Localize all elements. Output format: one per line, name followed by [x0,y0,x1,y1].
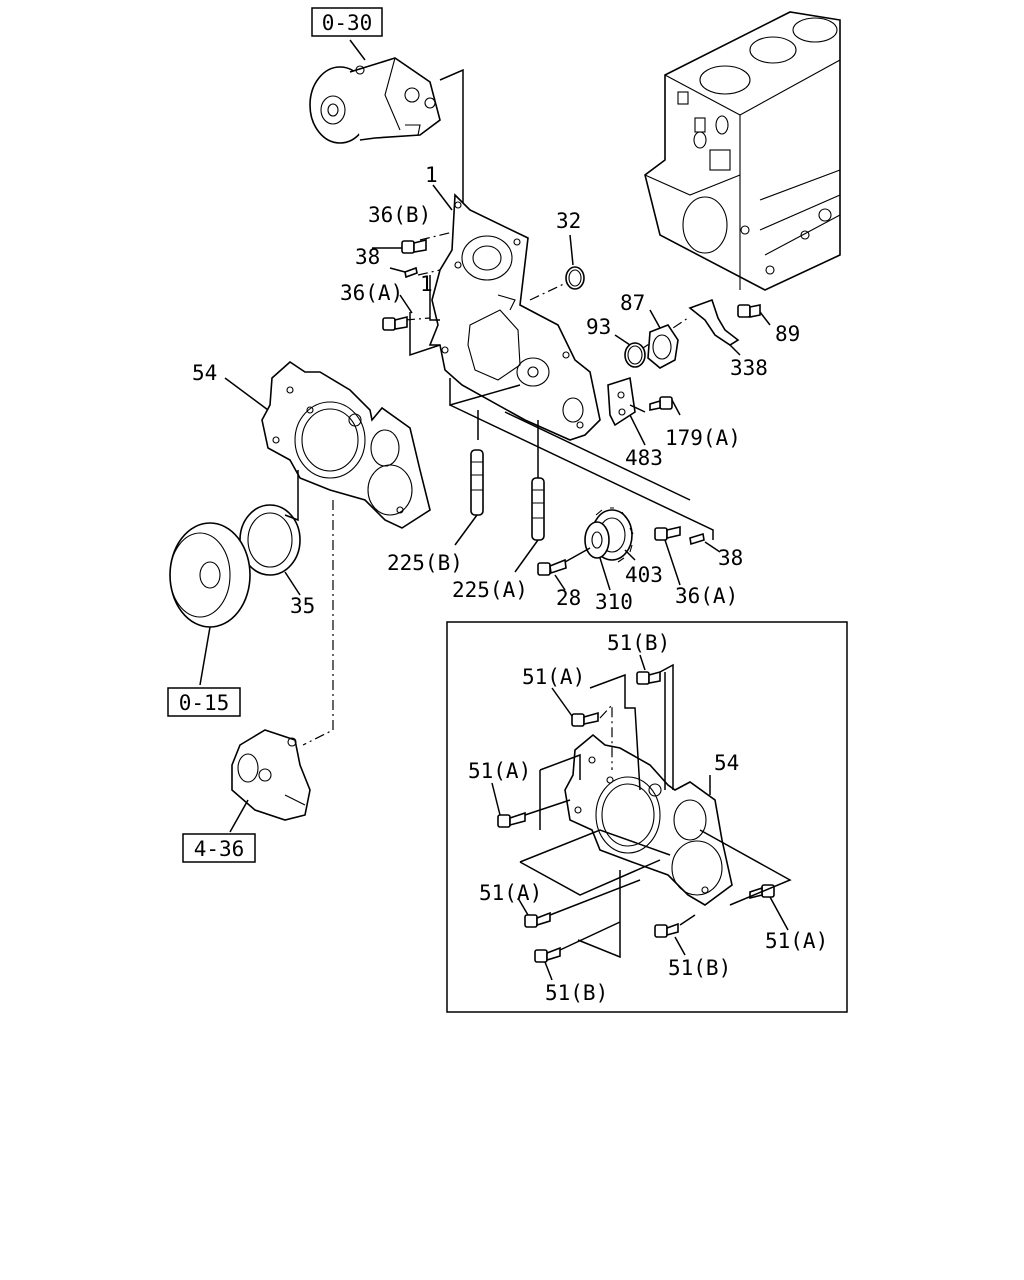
inset-label-51b-bottom: 51(B) [545,981,608,1005]
label-36b: 36(B) [368,203,431,227]
plate-310 [584,521,610,559]
label-89: 89 [775,322,800,346]
bolt-179a [649,396,673,411]
bracket-338 [688,298,740,346]
label-310: 310 [595,590,633,614]
front-plate-54 [261,360,431,529]
injector-225a [531,477,545,541]
housing-87 [647,324,679,369]
inset-label-51b-mid: 51(B) [668,956,731,980]
label-54: 54 [192,361,217,385]
ref-box-0-30[interactable]: 0-30 [311,7,383,37]
bolt-36a-top [382,315,408,331]
label-225a: 225(A) [452,578,528,602]
ref-label-4-36: 4-36 [194,837,245,861]
inset-bolt-51a-2 [497,811,526,828]
inset-bolt-51b-top [636,670,661,685]
label-38-top: 38 [355,245,380,269]
ref-label-0-15: 0-15 [179,691,230,715]
bolt-36b [401,238,427,254]
inset-bolt-51a-3 [524,911,551,928]
engine-block [644,11,841,291]
oil-seal-35 [239,504,301,576]
ref-label-0-30: 0-30 [322,11,373,35]
label-93: 93 [586,315,611,339]
injector-225b [470,449,484,516]
power-steering-pump [231,729,311,821]
label-32: 32 [556,209,581,233]
inset-panel: 51(B) 51(A) 51(A) 54 51(A) 51(A) 51(B) 5… [446,621,848,1013]
label-28: 28 [556,586,581,610]
bolt-89 [737,304,761,318]
label-179a: 179(A) [665,426,741,450]
inset-bolt-51b-mid [654,922,679,938]
bolt-28 [537,558,567,576]
inset-label-51a-4: 51(A) [765,929,828,953]
inset-label-51a-1: 51(A) [522,665,585,689]
label-1-top: 1 [425,163,438,187]
water-pump [309,57,441,144]
bolt-36a-bottom [654,525,681,541]
inset-label-51a-2: 51(A) [468,759,531,783]
timing-gear-case [428,193,601,441]
inset-label-54: 54 [714,751,739,775]
label-35: 35 [290,594,315,618]
inset-bolt-51a-1 [571,711,599,727]
label-1-mid: 1 [420,272,433,296]
label-87: 87 [620,291,645,315]
ref-box-0-15[interactable]: 0-15 [167,687,241,717]
bracket-483 [607,376,636,427]
label-36a-top: 36(A) [340,281,403,305]
ref-box-4-36[interactable]: 4-36 [182,833,256,863]
label-225b: 225(B) [387,551,463,575]
label-38-right: 38 [718,546,743,570]
label-36a-bottom: 36(A) [675,584,738,608]
inset-front-plate-54 [564,733,733,906]
inset-bolt-51b-bottom [534,946,561,963]
label-483: 483 [625,446,663,470]
label-338: 338 [730,356,768,380]
inset-label-51a-3: 51(A) [479,881,542,905]
crank-pulley [169,522,251,628]
inset-label-51b-top: 51(B) [607,631,670,655]
pin-38-top [404,266,418,279]
pin-38-right [689,532,705,546]
label-403: 403 [625,563,663,587]
